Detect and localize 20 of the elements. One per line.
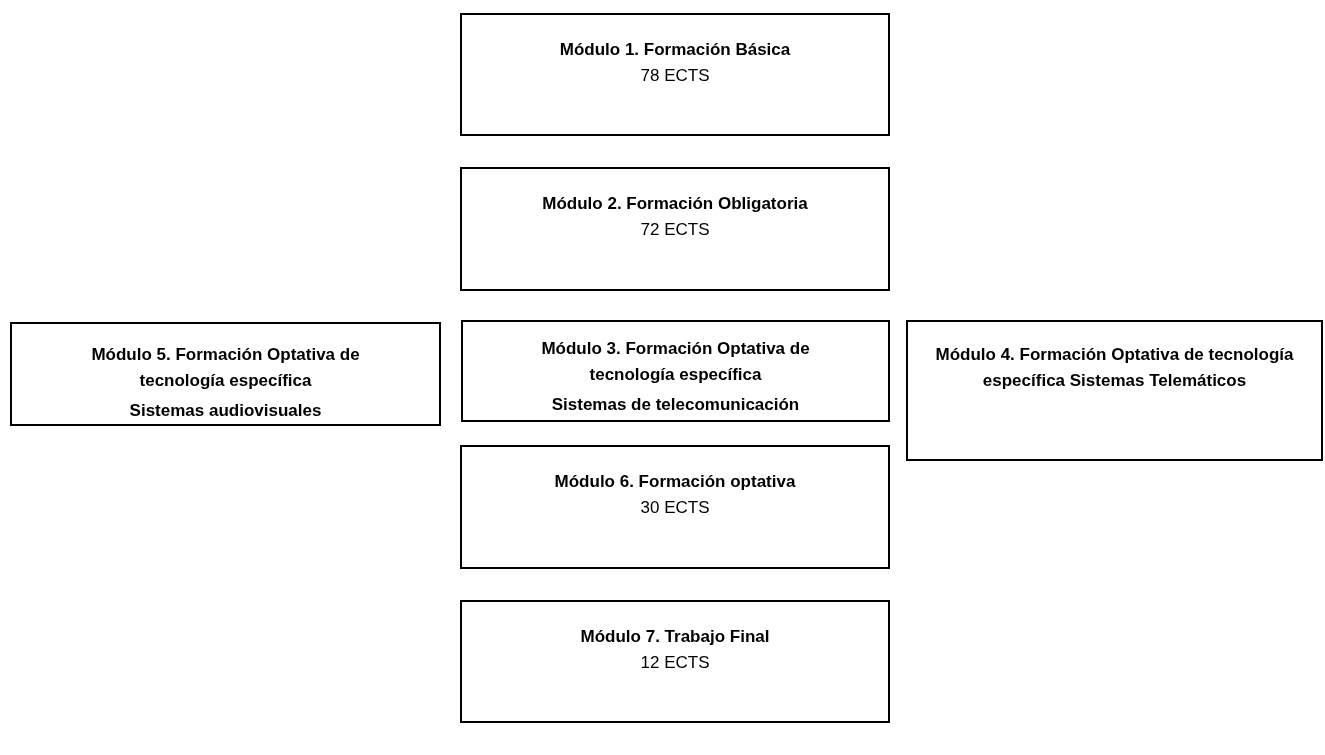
module-detail: 30 ECTS — [640, 497, 710, 519]
module-box — [460, 13, 890, 136]
module-box — [460, 167, 890, 291]
module-title: Módulo 5. Formación Optativa de tecnología específica — [90, 344, 361, 392]
module-box — [906, 320, 1323, 461]
module-box — [460, 600, 890, 723]
module-box — [461, 320, 890, 422]
module-detail: 72 ECTS — [640, 219, 710, 241]
module-title: Módulo 3. Formación Optativa de tecnología específica — [540, 338, 811, 386]
module-detail: 78 ECTS — [640, 65, 710, 87]
module-detail: Sistemas de telecomunicación — [551, 394, 800, 416]
module-title: Módulo 2. Formación Obligatoria — [542, 193, 808, 215]
module-box — [10, 322, 441, 426]
module-title: Módulo 4. Formación Optativa de tecnología específica Sistemas Telemáticos — [934, 344, 1295, 392]
module-box — [460, 445, 890, 569]
module-title: Módulo 6. Formación optativa — [554, 471, 796, 493]
module-title: Módulo 1. Formación Básica — [559, 39, 791, 61]
module-detail: 12 ECTS — [640, 652, 710, 674]
module-title: Módulo 7. Trabajo Final — [580, 626, 770, 648]
module-detail: Sistemas audiovisuales — [129, 400, 322, 422]
